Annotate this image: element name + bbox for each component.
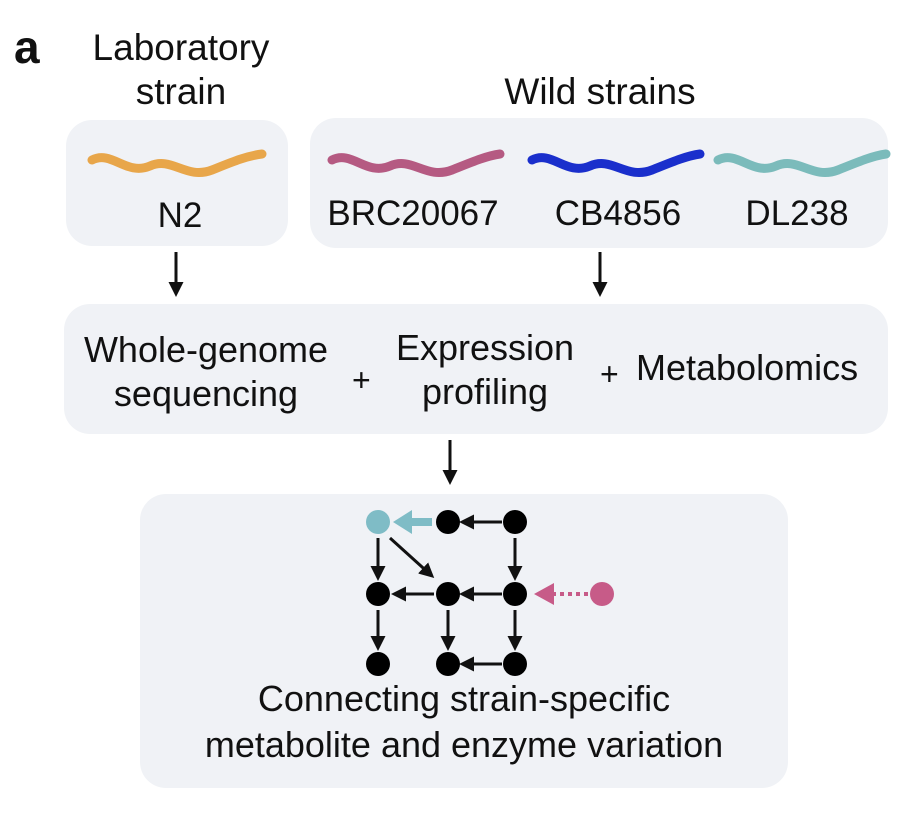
strain-label-n2: N2: [157, 196, 203, 235]
omics-box: [64, 304, 888, 434]
caption-line2: metabolite and enzyme variation: [204, 724, 724, 765]
network-box: [140, 494, 788, 788]
worm-icon-cb4856: [527, 149, 705, 177]
node: [503, 652, 527, 676]
strain-label-brc20067: BRC20067: [327, 194, 499, 233]
node: [503, 582, 527, 606]
metabolomics-label: Metabolomics: [636, 347, 859, 388]
teal-arrow: [393, 510, 432, 534]
wgs-line1: Whole-genome: [83, 329, 329, 370]
node: [436, 510, 460, 534]
lab-heading-line2: strain: [135, 71, 227, 112]
caption-line1: Connecting strain-specific: [257, 678, 671, 719]
expr-line1: Expression: [395, 327, 575, 368]
network-nodes: [366, 510, 614, 676]
teal-node: [366, 510, 390, 534]
strain-label-dl238: DL238: [745, 194, 849, 233]
node: [436, 582, 460, 606]
lab-heading-line1: Laboratory: [92, 27, 270, 68]
wgs-line2: sequencing: [113, 373, 299, 414]
pink-node: [590, 582, 614, 606]
node: [366, 582, 390, 606]
pink-dotted-arrow: [534, 583, 588, 605]
wild-strains-box: [310, 118, 888, 248]
network-edges: [370, 514, 523, 672]
node: [503, 510, 527, 534]
worm-icon-brc20067: [327, 149, 505, 177]
strain-label-cb4856: CB4856: [554, 194, 682, 233]
node: [366, 652, 390, 676]
whole-genome-sequencing-label: Whole-genome sequencing: [66, 328, 346, 416]
node: [436, 652, 460, 676]
lab-strain-heading: Laboratory strain: [56, 26, 306, 114]
panel-letter: a: [14, 21, 40, 73]
worm-icon-dl238: [713, 149, 891, 177]
wild-strains-heading: Wild strains: [504, 71, 696, 112]
edge: [388, 536, 435, 579]
lab-strain-box: [66, 120, 288, 246]
plus-sign-2: +: [600, 356, 619, 392]
expr-line2: profiling: [421, 371, 549, 412]
plus-sign-1: +: [352, 362, 371, 398]
network-caption: Connecting strain-specific metabolite an…: [140, 676, 788, 768]
expression-profiling-label: Expression profiling: [380, 326, 590, 414]
worm-icon-n2: [87, 149, 267, 177]
